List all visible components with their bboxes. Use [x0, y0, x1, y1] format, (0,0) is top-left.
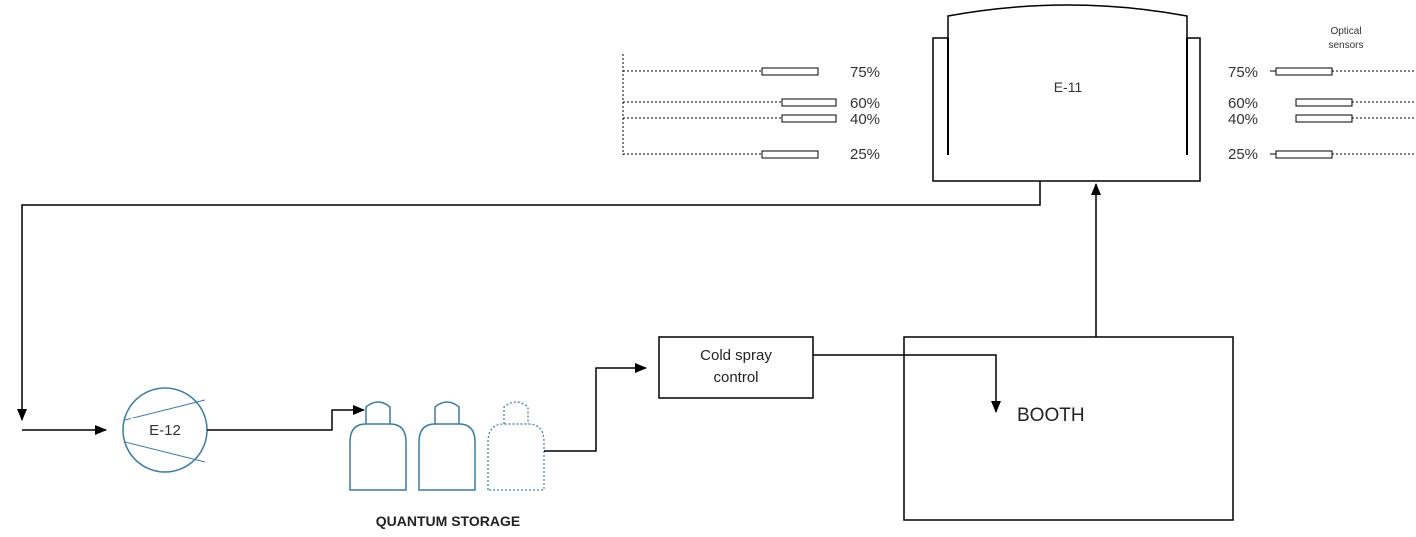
control-label-1: Cold spray: [700, 347, 772, 364]
right-level-sensors: Optical sensors 75% 60% 40% 25%: [1228, 26, 1416, 163]
storage-label: QUANTUM STORAGE: [376, 513, 520, 529]
left-level-60: 60%: [850, 95, 880, 112]
vessel-label: E-11: [1054, 79, 1083, 95]
left-level-sensors: 75% 60% 40% 25%: [622, 54, 880, 163]
booth: BOOTH: [903, 336, 1234, 521]
cylinder-2: [418, 401, 476, 491]
left-level-25: 25%: [850, 146, 880, 163]
storage-to-control-line: [544, 363, 647, 452]
control-label-2: control: [713, 369, 758, 386]
optical-label-1: Optical: [1330, 26, 1361, 37]
optical-label-2: sensors: [1328, 40, 1363, 51]
control-to-booth-line: [813, 354, 1001, 413]
sensor-left-25: [761, 150, 819, 159]
right-level-40: 40%: [1228, 111, 1258, 128]
sensor-right-40: [1295, 114, 1353, 123]
right-level-25: 25%: [1228, 146, 1258, 163]
sensor-left-60: [781, 98, 837, 107]
right-level-75: 75%: [1228, 64, 1258, 81]
sensor-right-60: [1295, 98, 1353, 107]
sensor-right-25: [1275, 150, 1333, 159]
right-level-60: 60%: [1228, 95, 1258, 112]
sensor-right-75: [1275, 67, 1333, 76]
cylinder-3-empty: [487, 401, 545, 491]
left-level-75: 75%: [850, 64, 880, 81]
vessel-e11: E-11: [932, 4, 1201, 182]
quantum-storage: QUANTUM STORAGE: [349, 401, 545, 529]
sensor-left-75: [761, 67, 819, 76]
sensor-left-40: [781, 114, 837, 123]
pump-e12: E-12: [122, 387, 208, 473]
booth-label: BOOTH: [1017, 405, 1085, 426]
cold-spray-control: Cold spray control: [658, 336, 814, 399]
pump-label: E-12: [149, 422, 181, 439]
pump-to-storage-line: [207, 405, 365, 431]
cylinder-1: [349, 401, 407, 491]
return-line: [17, 181, 1041, 435]
left-level-40: 40%: [850, 111, 880, 128]
